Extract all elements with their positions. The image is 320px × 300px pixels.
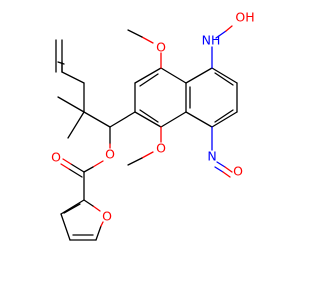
bond xyxy=(214,166,224,173)
bond xyxy=(141,36,154,44)
bond xyxy=(185,111,213,128)
atom-label-methoxy-top-o: O xyxy=(156,40,166,55)
bond xyxy=(92,205,101,212)
atom-label-nitroso-n: N xyxy=(207,149,216,164)
bond xyxy=(95,225,102,241)
bond xyxy=(109,111,136,128)
bond xyxy=(62,158,72,165)
atom-label-oh: OH xyxy=(235,10,254,25)
bond-double-inner xyxy=(63,203,81,214)
bond xyxy=(134,111,162,128)
bond xyxy=(57,61,65,65)
atom-label-methoxy-bottom-o: O xyxy=(156,141,166,156)
bond xyxy=(83,111,111,128)
bond xyxy=(83,199,94,207)
bond xyxy=(60,199,85,215)
bond xyxy=(215,30,227,39)
bond-double-inner xyxy=(214,72,234,86)
atom-label-furan-o: O xyxy=(102,209,112,224)
bond xyxy=(92,160,104,168)
bond xyxy=(70,163,85,173)
bond xyxy=(222,171,231,178)
atom-label-nitroso-o: O xyxy=(233,164,243,179)
bond-double-inner xyxy=(139,109,159,123)
bond xyxy=(160,67,187,84)
atom-label-nh: NH xyxy=(202,33,221,48)
bond xyxy=(100,221,104,227)
atom-label-ester-o: O xyxy=(105,147,115,162)
bond xyxy=(57,96,85,113)
bond-double-inner xyxy=(139,73,159,87)
bond xyxy=(160,111,187,128)
bond xyxy=(211,111,238,128)
bond xyxy=(224,166,233,173)
bond xyxy=(185,67,213,84)
bond xyxy=(127,29,143,38)
bond-double-inner xyxy=(214,109,234,123)
bond xyxy=(225,25,233,32)
bond xyxy=(68,168,83,178)
bond xyxy=(134,67,162,84)
bond xyxy=(141,151,154,159)
bond xyxy=(60,163,70,170)
bond xyxy=(127,157,143,166)
bonds xyxy=(55,25,238,241)
chemical-structure-diagram: NH OH N O O O O O O xyxy=(51,10,255,241)
bond xyxy=(216,161,226,168)
bond xyxy=(83,166,94,173)
bond xyxy=(60,213,71,241)
atom-label-carbonyl-o: O xyxy=(51,150,61,165)
bond xyxy=(67,111,85,139)
bond xyxy=(61,71,85,84)
atom-labels: NH OH N O O O O O O xyxy=(51,10,255,224)
bond xyxy=(211,67,238,84)
